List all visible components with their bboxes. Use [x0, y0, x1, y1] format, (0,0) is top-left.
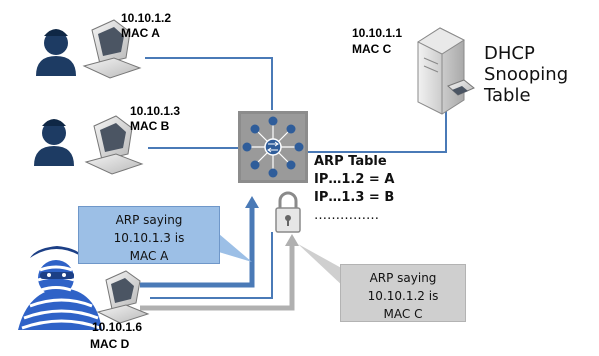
host-b-mac: MAC B — [130, 119, 170, 133]
server-ip: 10.10.1.1 — [352, 26, 403, 40]
attacker-mac: MAC D — [90, 337, 130, 351]
computer-icon — [82, 19, 142, 79]
attacker-ip: 10.10.1.6 — [92, 320, 143, 334]
blue-arrow-shaft — [140, 205, 255, 288]
user-icon — [36, 29, 76, 76]
dhcp-line-1: DHCP — [484, 43, 535, 64]
link-host-a — [145, 57, 273, 110]
arp-table: ARP Table IP…1.2 = A IP…1.3 = B …………… — [314, 153, 394, 225]
blue-arrowhead — [245, 196, 259, 208]
dhcp-line-3: Table — [484, 85, 531, 106]
dhcp-snooping-label: DHCP Snooping Table — [484, 43, 568, 106]
user-icon — [34, 119, 74, 166]
callout-tail-blue — [212, 228, 252, 262]
host-b-ip: 10.10.1.3 — [130, 104, 181, 118]
callout-line: 10.10.1.2 is — [367, 289, 439, 303]
gray-arrowhead — [285, 234, 299, 246]
switch-icon — [238, 111, 308, 183]
host-a-mac: MAC A — [121, 26, 160, 40]
computer-icon — [84, 115, 144, 175]
callout-line: ARP saying — [369, 271, 437, 285]
server-icon — [416, 27, 475, 115]
arp-table-row: …………… — [314, 208, 379, 223]
arp-table-row: IP…1.3 = B — [314, 190, 395, 205]
link-attacker — [150, 232, 273, 299]
callout-line: MAC A — [129, 249, 169, 263]
callout-line: ARP saying — [115, 213, 183, 227]
arp-table-title: ARP Table — [314, 154, 387, 169]
server-mac: MAC C — [352, 42, 392, 56]
link-dhcp-server — [308, 104, 447, 153]
computer-icon — [96, 270, 150, 324]
callout-line: MAC C — [383, 307, 423, 321]
network-links — [145, 57, 447, 299]
callout-tail-gray — [298, 244, 345, 288]
lock-icon — [275, 191, 301, 233]
callout-line: 10.10.1.3 is — [113, 231, 185, 245]
host-a-ip: 10.10.1.2 — [121, 11, 172, 25]
attack-arrows — [140, 196, 299, 311]
spoof-callout-blue: ARP saying 10.10.1.3 is MAC A — [78, 206, 220, 264]
attacker-icon — [18, 246, 102, 330]
dhcp-line-2: Snooping — [484, 64, 569, 85]
spoof-callout-gray: ARP saying 10.10.1.2 is MAC C — [340, 264, 466, 322]
arp-table-row: IP…1.2 = A — [314, 172, 395, 187]
gray-arrow-shaft — [140, 244, 295, 311]
